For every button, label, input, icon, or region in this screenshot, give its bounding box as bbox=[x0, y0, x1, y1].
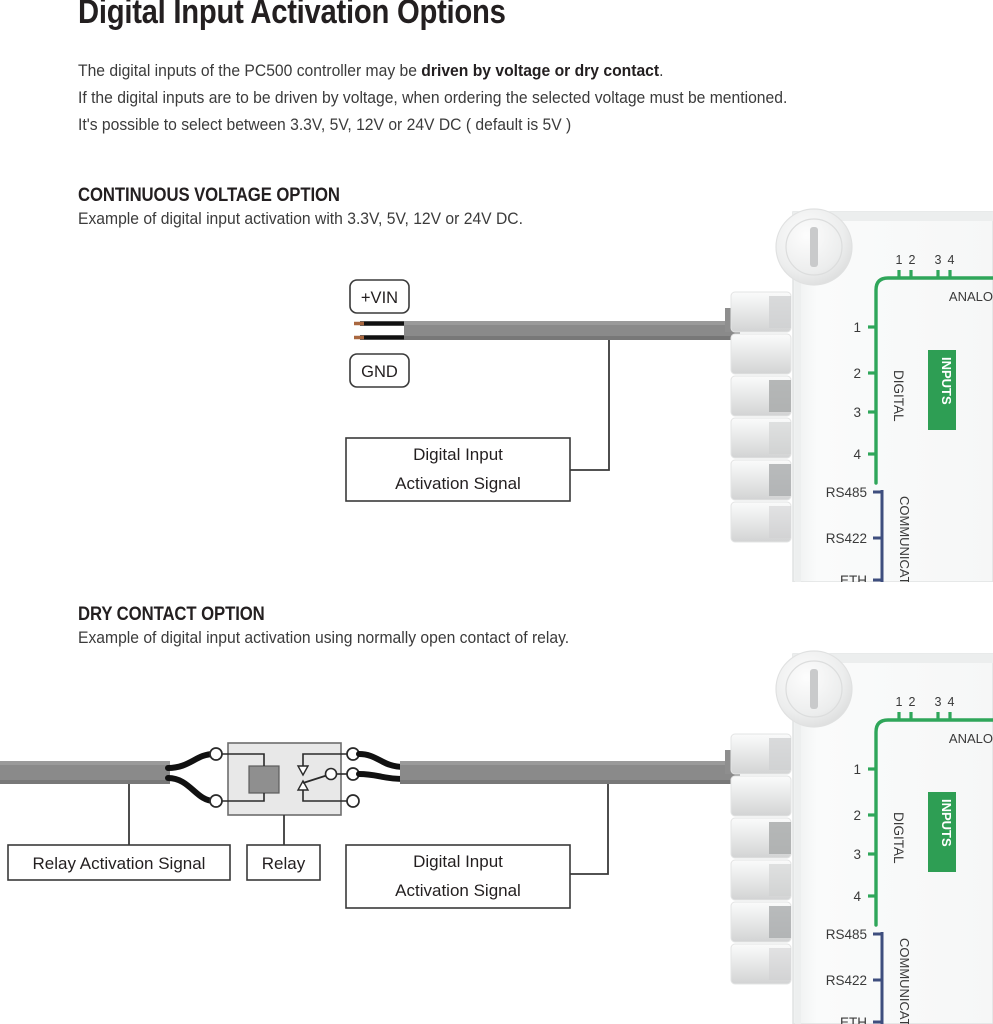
digital-tick-label-1: 1 bbox=[853, 320, 861, 335]
relay-coil-wire-top bbox=[165, 751, 217, 771]
intro-line-1-bold: driven by voltage or dry contact bbox=[421, 62, 660, 80]
digital-input-signal-line1: Digital Input bbox=[413, 445, 503, 464]
digital-label-2: DIGITAL bbox=[891, 812, 906, 864]
digital-input-cable bbox=[400, 761, 740, 784]
page-title: Digital Input Activation Options bbox=[78, 0, 506, 31]
relay-contact-arm bbox=[302, 774, 329, 784]
relay-label-text: Relay bbox=[262, 854, 306, 873]
digital-input-signal-line2-2: Activation Signal bbox=[395, 881, 521, 900]
digital-tick-label-1b: 1 bbox=[853, 762, 861, 777]
relay-activation-signal-text: Relay Activation Signal bbox=[33, 854, 206, 873]
digital-tick-label-2b: 2 bbox=[853, 808, 861, 823]
digital-tick-label-3: 3 bbox=[853, 405, 861, 420]
relay-output-wire-top bbox=[356, 751, 407, 770]
digital-input-signal-line2: Activation Signal bbox=[395, 474, 521, 493]
inputs-badge-2: INPUTS bbox=[928, 792, 956, 872]
digital-label: DIGITAL bbox=[891, 370, 906, 422]
analog-tick-label-1b: 1 bbox=[896, 695, 903, 709]
comm-label-eth-2: ETH bbox=[840, 1015, 867, 1024]
grey-cable bbox=[404, 321, 740, 340]
digital-tick-label-2: 2 bbox=[853, 366, 861, 381]
analog-tick-label-2: 2 bbox=[909, 253, 916, 267]
vin-label-text: +VIN bbox=[361, 289, 398, 307]
gland-2b bbox=[730, 775, 792, 817]
analog-tick-label-2b: 2 bbox=[909, 695, 916, 709]
digital-input-signal-box-2: Digital Input Activation Signal bbox=[345, 844, 571, 909]
latch-slot-2 bbox=[810, 669, 818, 709]
section-1-subheading: Example of digital input activation with… bbox=[78, 210, 523, 228]
analog-inputs-bracket: 1 2 3 4 1 2 3 4 bbox=[853, 253, 993, 485]
intro-line-1-post: . bbox=[659, 62, 664, 80]
latch-slot bbox=[810, 227, 818, 267]
digital-input-signal-line1-2: Digital Input bbox=[413, 852, 503, 871]
controller-device-panel-top: 1 2 3 4 1 2 3 4 ANALO DIGITAL INPUTS RS4… bbox=[725, 200, 993, 582]
communication-label: COMMUNICATIO bbox=[897, 496, 912, 582]
comm-label-rs422-2: RS422 bbox=[826, 973, 867, 988]
intro-paragraph: The digital inputs of the PC500 controll… bbox=[78, 58, 787, 139]
relay-terminal-nc bbox=[346, 794, 360, 808]
relay-input-cable bbox=[0, 761, 170, 784]
gnd-label-text: GND bbox=[361, 363, 398, 381]
intro-line-1: The digital inputs of the PC500 controll… bbox=[78, 58, 787, 85]
communication-label-2: COMMUNICATIO bbox=[897, 938, 912, 1024]
comm-label-rs485-2: RS485 bbox=[826, 927, 867, 942]
vin-label-box: +VIN bbox=[349, 279, 410, 314]
analog-label-2: ANALO bbox=[949, 731, 993, 746]
relay-coil-wire-bottom bbox=[165, 775, 217, 804]
analog-tick-label-1: 1 bbox=[896, 253, 903, 267]
inputs-badge: INPUTS bbox=[928, 350, 956, 430]
gland-2 bbox=[730, 333, 792, 375]
digital-input-signal-box: Digital Input Activation Signal bbox=[345, 437, 571, 502]
analog-tick-label-4: 4 bbox=[948, 253, 955, 267]
device-latch-screw-2 bbox=[775, 650, 853, 728]
inputs-badge-text: INPUTS bbox=[939, 357, 954, 405]
section-1-heading: CONTINUOUS VOLTAGE OPTION bbox=[78, 185, 340, 206]
intro-line-3: It's possible to select between 3.3V, 5V… bbox=[78, 116, 572, 134]
cable-glands bbox=[725, 291, 792, 543]
communication-bracket: RS485 RS422 ETH COMMUNICATIO bbox=[826, 485, 912, 582]
relay-contact-node bbox=[324, 767, 338, 781]
comm-label-eth: ETH bbox=[840, 573, 867, 582]
device-top-bevel-2 bbox=[793, 654, 993, 663]
digital-tick-label-3b: 3 bbox=[853, 847, 861, 862]
relay-coil bbox=[248, 765, 280, 794]
device-left-bevel-2 bbox=[795, 663, 801, 1024]
device-top-bevel bbox=[793, 212, 993, 221]
digital-tick-label-4b: 4 bbox=[853, 889, 861, 904]
section-2-subheading: Example of digital input activation usin… bbox=[78, 629, 570, 647]
relay-activation-signal-box: Relay Activation Signal bbox=[7, 844, 231, 881]
signal-leader-line bbox=[570, 340, 610, 471]
device-left-bevel bbox=[795, 221, 801, 582]
section-2-heading: DRY CONTACT OPTION bbox=[78, 604, 265, 625]
analog-tick-label-3b: 3 bbox=[935, 695, 942, 709]
intro-line-2: If the digital inputs are to be driven b… bbox=[78, 89, 788, 107]
comm-label-rs422: RS422 bbox=[826, 531, 867, 546]
relay-output-wire-bottom bbox=[356, 771, 407, 782]
relay-arrow-up bbox=[296, 779, 310, 791]
intro-line-1-pre: The digital inputs of the PC500 controll… bbox=[78, 62, 422, 80]
relay-body bbox=[227, 742, 342, 816]
analog-inputs-bracket-2: 1 2 3 4 1 2 3 4 bbox=[853, 695, 993, 927]
relay-label-box: Relay bbox=[246, 844, 321, 881]
dry-contact-diagram: Relay Activation Signal Relay Digital In… bbox=[0, 735, 760, 915]
relay-symbol bbox=[209, 742, 360, 816]
cable-glands-2 bbox=[725, 733, 792, 985]
analog-label: ANALO bbox=[949, 289, 993, 304]
gnd-label-box: GND bbox=[349, 353, 410, 388]
relay-terminal-coil-b bbox=[209, 794, 223, 808]
relay-com-path bbox=[302, 790, 349, 802]
inputs-badge-text-2: INPUTS bbox=[939, 799, 954, 847]
analog-tick-label-4b: 4 bbox=[948, 695, 955, 709]
relay-arrow-down bbox=[296, 765, 310, 777]
communication-bracket-2: RS485 RS422 ETH COMMUNICATIO bbox=[826, 927, 912, 1024]
device-latch-screw bbox=[775, 208, 853, 286]
relay-no-path bbox=[302, 753, 349, 766]
digital-signal-leader-2 bbox=[570, 784, 609, 875]
digital-tick-label-4: 4 bbox=[853, 447, 861, 462]
relay-terminal-coil-a bbox=[209, 747, 223, 761]
comm-label-rs485: RS485 bbox=[826, 485, 867, 500]
analog-tick-label-3: 3 bbox=[935, 253, 942, 267]
controller-device-panel-bottom: 1 2 3 4 1 2 3 4 ANALO DIGITAL INPUTS RS4… bbox=[725, 646, 993, 1024]
continuous-voltage-diagram: +VIN GND Digital Input Activation Signal bbox=[0, 262, 760, 522]
